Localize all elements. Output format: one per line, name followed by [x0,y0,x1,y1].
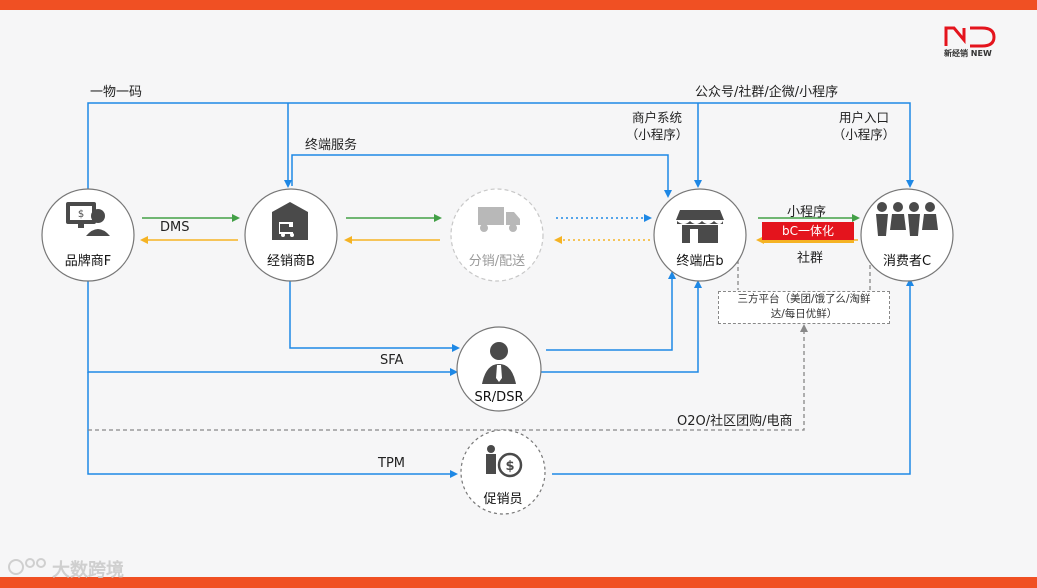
svg-text:$: $ [78,209,84,220]
salesperson-icon [482,342,516,384]
brand-logo-text: 新经销 NEW [944,49,992,58]
promoter-coin-icon: $ [486,445,523,478]
brand-logo-icon [944,26,996,48]
dms-label: DMS [160,220,190,235]
flow-line-tpm [87,372,458,478]
node-distributor-b [244,188,338,282]
consumer-c-label: 消费者C [882,254,932,269]
mini-program-label: 小程序 [787,205,827,220]
watermark-text: 大数跨境 [52,560,124,581]
sr-dsr-label: SR/DSR [474,390,524,405]
bottom-accent-bar [0,577,1037,588]
terminal-service-label: 终端服务 [305,138,358,153]
community-label: 社群 [797,251,824,266]
third-party-line1: 三方平台（美团/饿了么/淘鲜 [737,293,871,305]
node-promoter: $ [460,429,546,515]
flow-line-terminal-service [291,154,672,198]
flow-line-o2o [88,324,808,431]
brand-computer-person-icon: $ [66,202,110,236]
people-group-icon [876,202,938,236]
flow-line-top-loop [87,102,914,195]
flow-line-promoter-to-consumer [552,278,914,475]
storefront-icon [676,210,724,243]
svg-text:$: $ [505,459,514,474]
bc-integration-badge: bC一体化 [762,222,854,243]
brand-f-label: 品牌商F [64,254,112,269]
node-store-b [653,188,747,282]
third-party-platform-box: 三方平台（美团/饿了么/淘鲜 达/每日优鲜） [718,291,890,324]
distribution-label: 分销/配送 [468,254,526,269]
node-brand-f: $ [41,188,135,282]
distributor-b-label: 经销商B [267,254,315,269]
one-item-one-code-label: 一物一码 [90,85,143,100]
warehouse-truck-icon [272,202,308,240]
flow-line-sr-to-store-1 [546,271,676,351]
user-entry-label: 用户入口 （小程序） [833,109,896,143]
third-party-line2: 达/每日优鲜） [770,308,838,320]
node-distribution [450,188,544,282]
o2o-label: O2O/社区团购/电商 [677,414,793,429]
node-sr-dsr [456,326,542,412]
merchant-system-sub: （小程序） [625,127,689,142]
user-entry-title: 用户入口 [838,110,890,125]
flow-line-sr-to-store-2 [540,280,702,373]
sfa-label: SFA [380,353,404,368]
merchant-system-label: 商户系统 （小程序） [626,109,689,143]
promoter-label: 促销员 [483,492,523,507]
delivery-truck-icon [478,207,520,232]
top-accent-bar [0,0,1037,10]
flow-line-distributor-to-sr [289,280,460,352]
tpm-label: TPM [378,456,405,471]
public-channels-label: 公众号/社群/企微/小程序 [695,85,839,100]
store-b-label: 终端店b [676,254,724,269]
watermark-icon [8,558,46,575]
merchant-system-title: 商户系统 [631,110,683,125]
node-consumer-c [860,188,954,282]
user-entry-sub: （小程序） [832,127,896,142]
